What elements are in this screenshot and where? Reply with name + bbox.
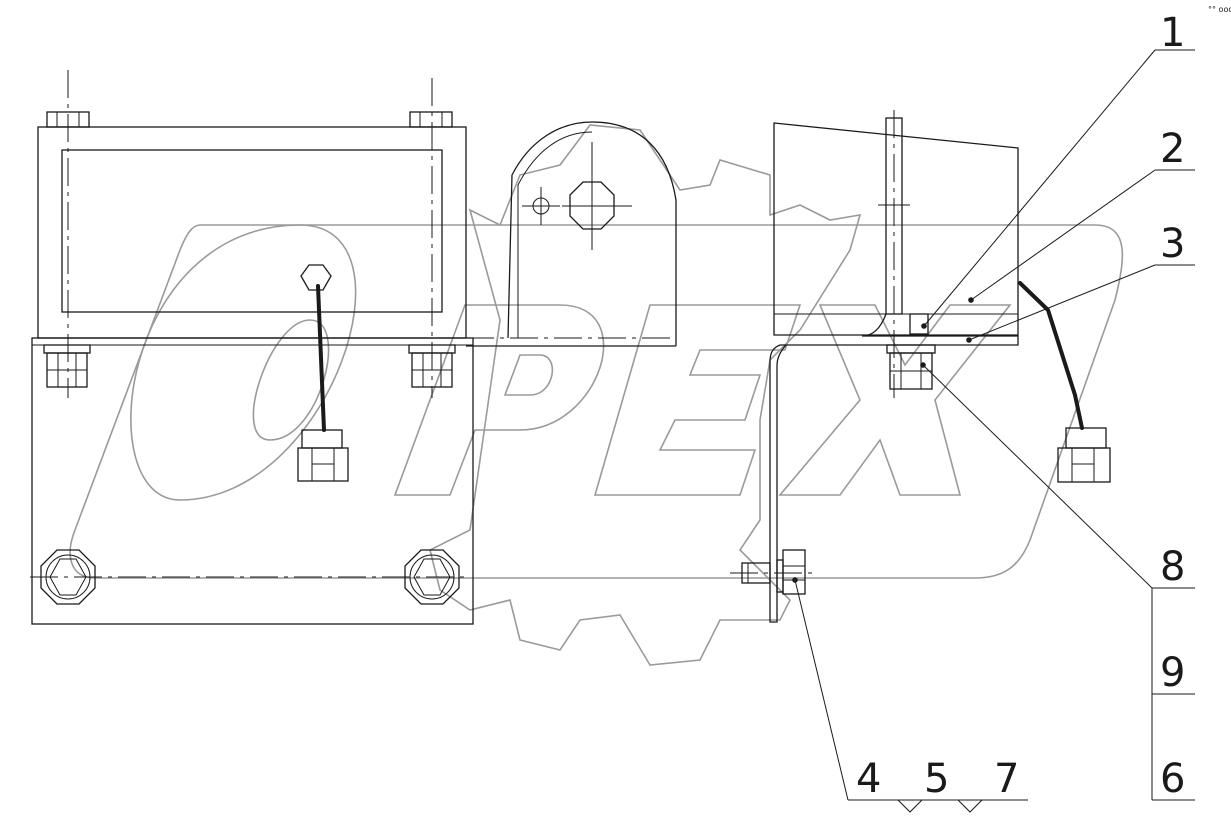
callout-labels: 1 2 3 8 9 6 4 5 7 °° ooo xyxy=(856,5,1231,802)
callout-9: 9 xyxy=(1160,650,1185,696)
watermark-logo-text xyxy=(69,224,1124,579)
callout-6: 6 xyxy=(1160,756,1185,802)
middle-bracket xyxy=(466,121,677,347)
callout-5: 5 xyxy=(924,756,949,802)
octagon-bolt-right xyxy=(404,549,460,605)
tapered-block xyxy=(773,122,1019,336)
sensor-right xyxy=(1018,281,1111,483)
lower-plate xyxy=(31,337,474,625)
connector-cap-left xyxy=(301,429,343,449)
side-bolt xyxy=(730,549,815,595)
watermark xyxy=(69,124,1124,666)
callout-3: 3 xyxy=(1160,221,1185,267)
sensor-left xyxy=(297,264,349,482)
callout-4: 4 xyxy=(856,756,881,802)
callout-1: 1 xyxy=(1160,10,1185,56)
top-nut-right xyxy=(409,111,453,128)
callout-8: 8 xyxy=(1160,544,1185,590)
connector-cap-right xyxy=(1065,427,1107,449)
watermark-gear-icon xyxy=(429,124,862,666)
bracket-nut xyxy=(569,181,615,230)
upper-housing-inner xyxy=(61,149,443,313)
left-assembly xyxy=(30,70,474,625)
washer-left xyxy=(43,344,91,354)
callout-7: 7 xyxy=(994,756,1019,802)
leader-lines xyxy=(792,49,1195,813)
connector-body-left xyxy=(297,447,349,482)
corner-mark: °° ooo xyxy=(1208,5,1231,14)
connector-body-right xyxy=(1057,447,1111,483)
right-assembly xyxy=(730,110,1111,623)
callout-2: 2 xyxy=(1160,126,1185,172)
